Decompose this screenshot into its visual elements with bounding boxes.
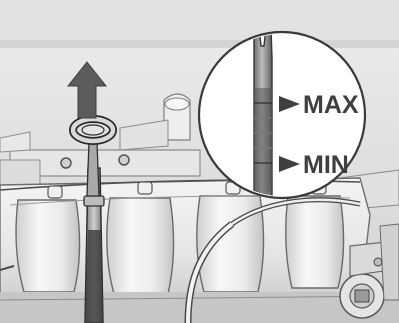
max-label: MAX (303, 91, 359, 119)
upper-bodywork (0, 0, 399, 44)
min-label: MIN (303, 151, 349, 179)
